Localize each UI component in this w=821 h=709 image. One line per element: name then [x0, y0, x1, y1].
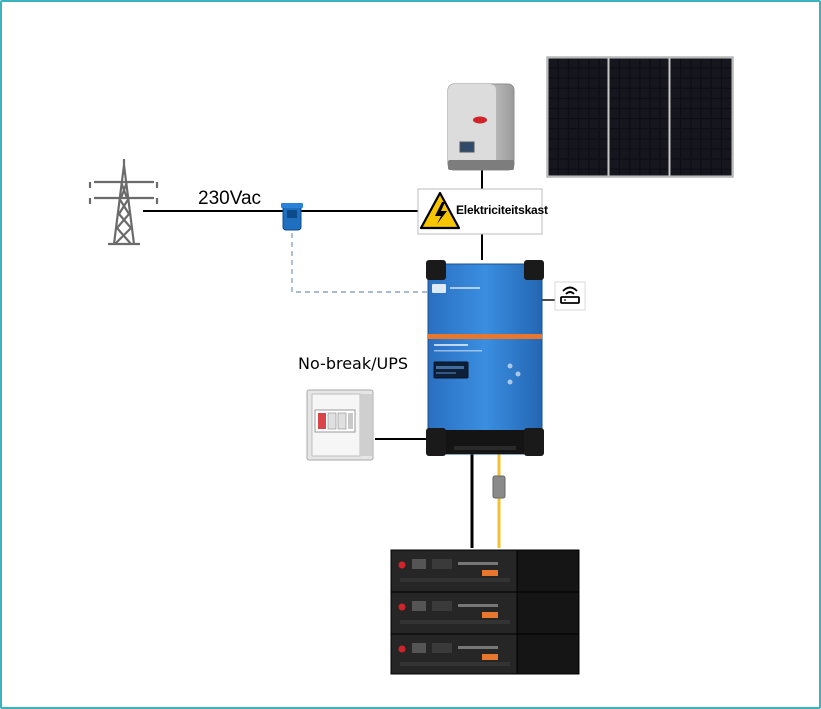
current-clamp-icon [281, 203, 303, 231]
ups-label: No-break/UPS [298, 354, 409, 373]
power-pylon-icon [88, 159, 159, 246]
battery-stack [390, 549, 580, 675]
battery-module [390, 549, 580, 593]
multiplus-inverter [426, 260, 544, 456]
router-wifi-icon [554, 281, 586, 311]
cable-ferrite [492, 475, 506, 499]
current-sensor-data-line [291, 224, 432, 293]
distribution-box-sign [417, 188, 543, 235]
wiring [143, 170, 555, 548]
battery-module [390, 591, 580, 635]
grid-voltage-label: 230Vac [198, 188, 262, 209]
ups-box [306, 389, 374, 461]
battery-module [390, 633, 580, 675]
inverter-orange-stripe [428, 334, 542, 339]
pv-inverter [447, 83, 515, 171]
distribution-box-label: Elektriciteitskast [456, 203, 548, 217]
solar-panels [546, 56, 734, 178]
warning-high-voltage-icon [419, 191, 461, 230]
